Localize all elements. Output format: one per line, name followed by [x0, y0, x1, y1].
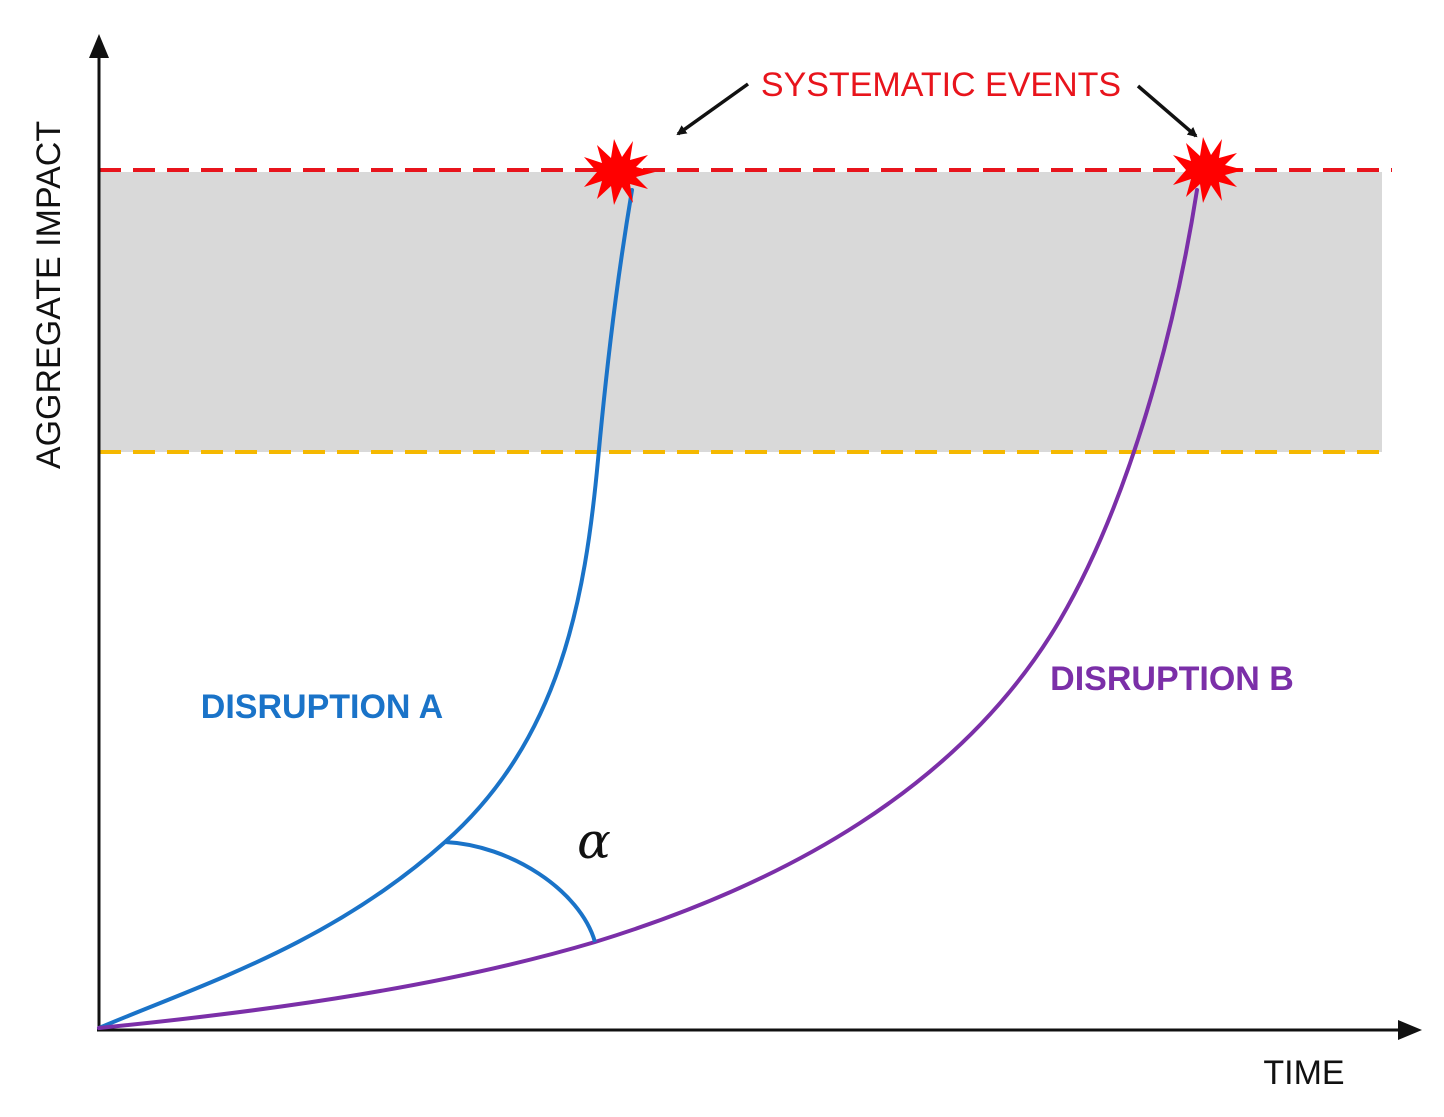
disruption-b-label: DISRUPTION B: [1050, 660, 1294, 698]
x-axis-label: TIME: [1263, 1054, 1344, 1092]
x-axis-arrowhead: [1398, 1020, 1422, 1040]
critical-zone: [99, 172, 1382, 452]
disruption-b-curve: [97, 188, 1199, 1030]
angle-arc: [444, 840, 597, 943]
y-axis-label: AGGREGATE IMPACT: [30, 121, 68, 469]
disruption-a-curve: [97, 188, 634, 1030]
systematic-event-a-burst: [584, 139, 655, 205]
event-arrow-right: [1136, 84, 1198, 138]
events-label: SYSTEMATIC EVENTS: [761, 66, 1121, 104]
systematic-event-b-burst: [1173, 137, 1244, 203]
event-arrow-left: [676, 82, 750, 136]
disruption-a-label: DISRUPTION A: [201, 688, 443, 726]
y-axis-arrowhead: [89, 34, 109, 58]
angle-label: α: [577, 812, 611, 870]
